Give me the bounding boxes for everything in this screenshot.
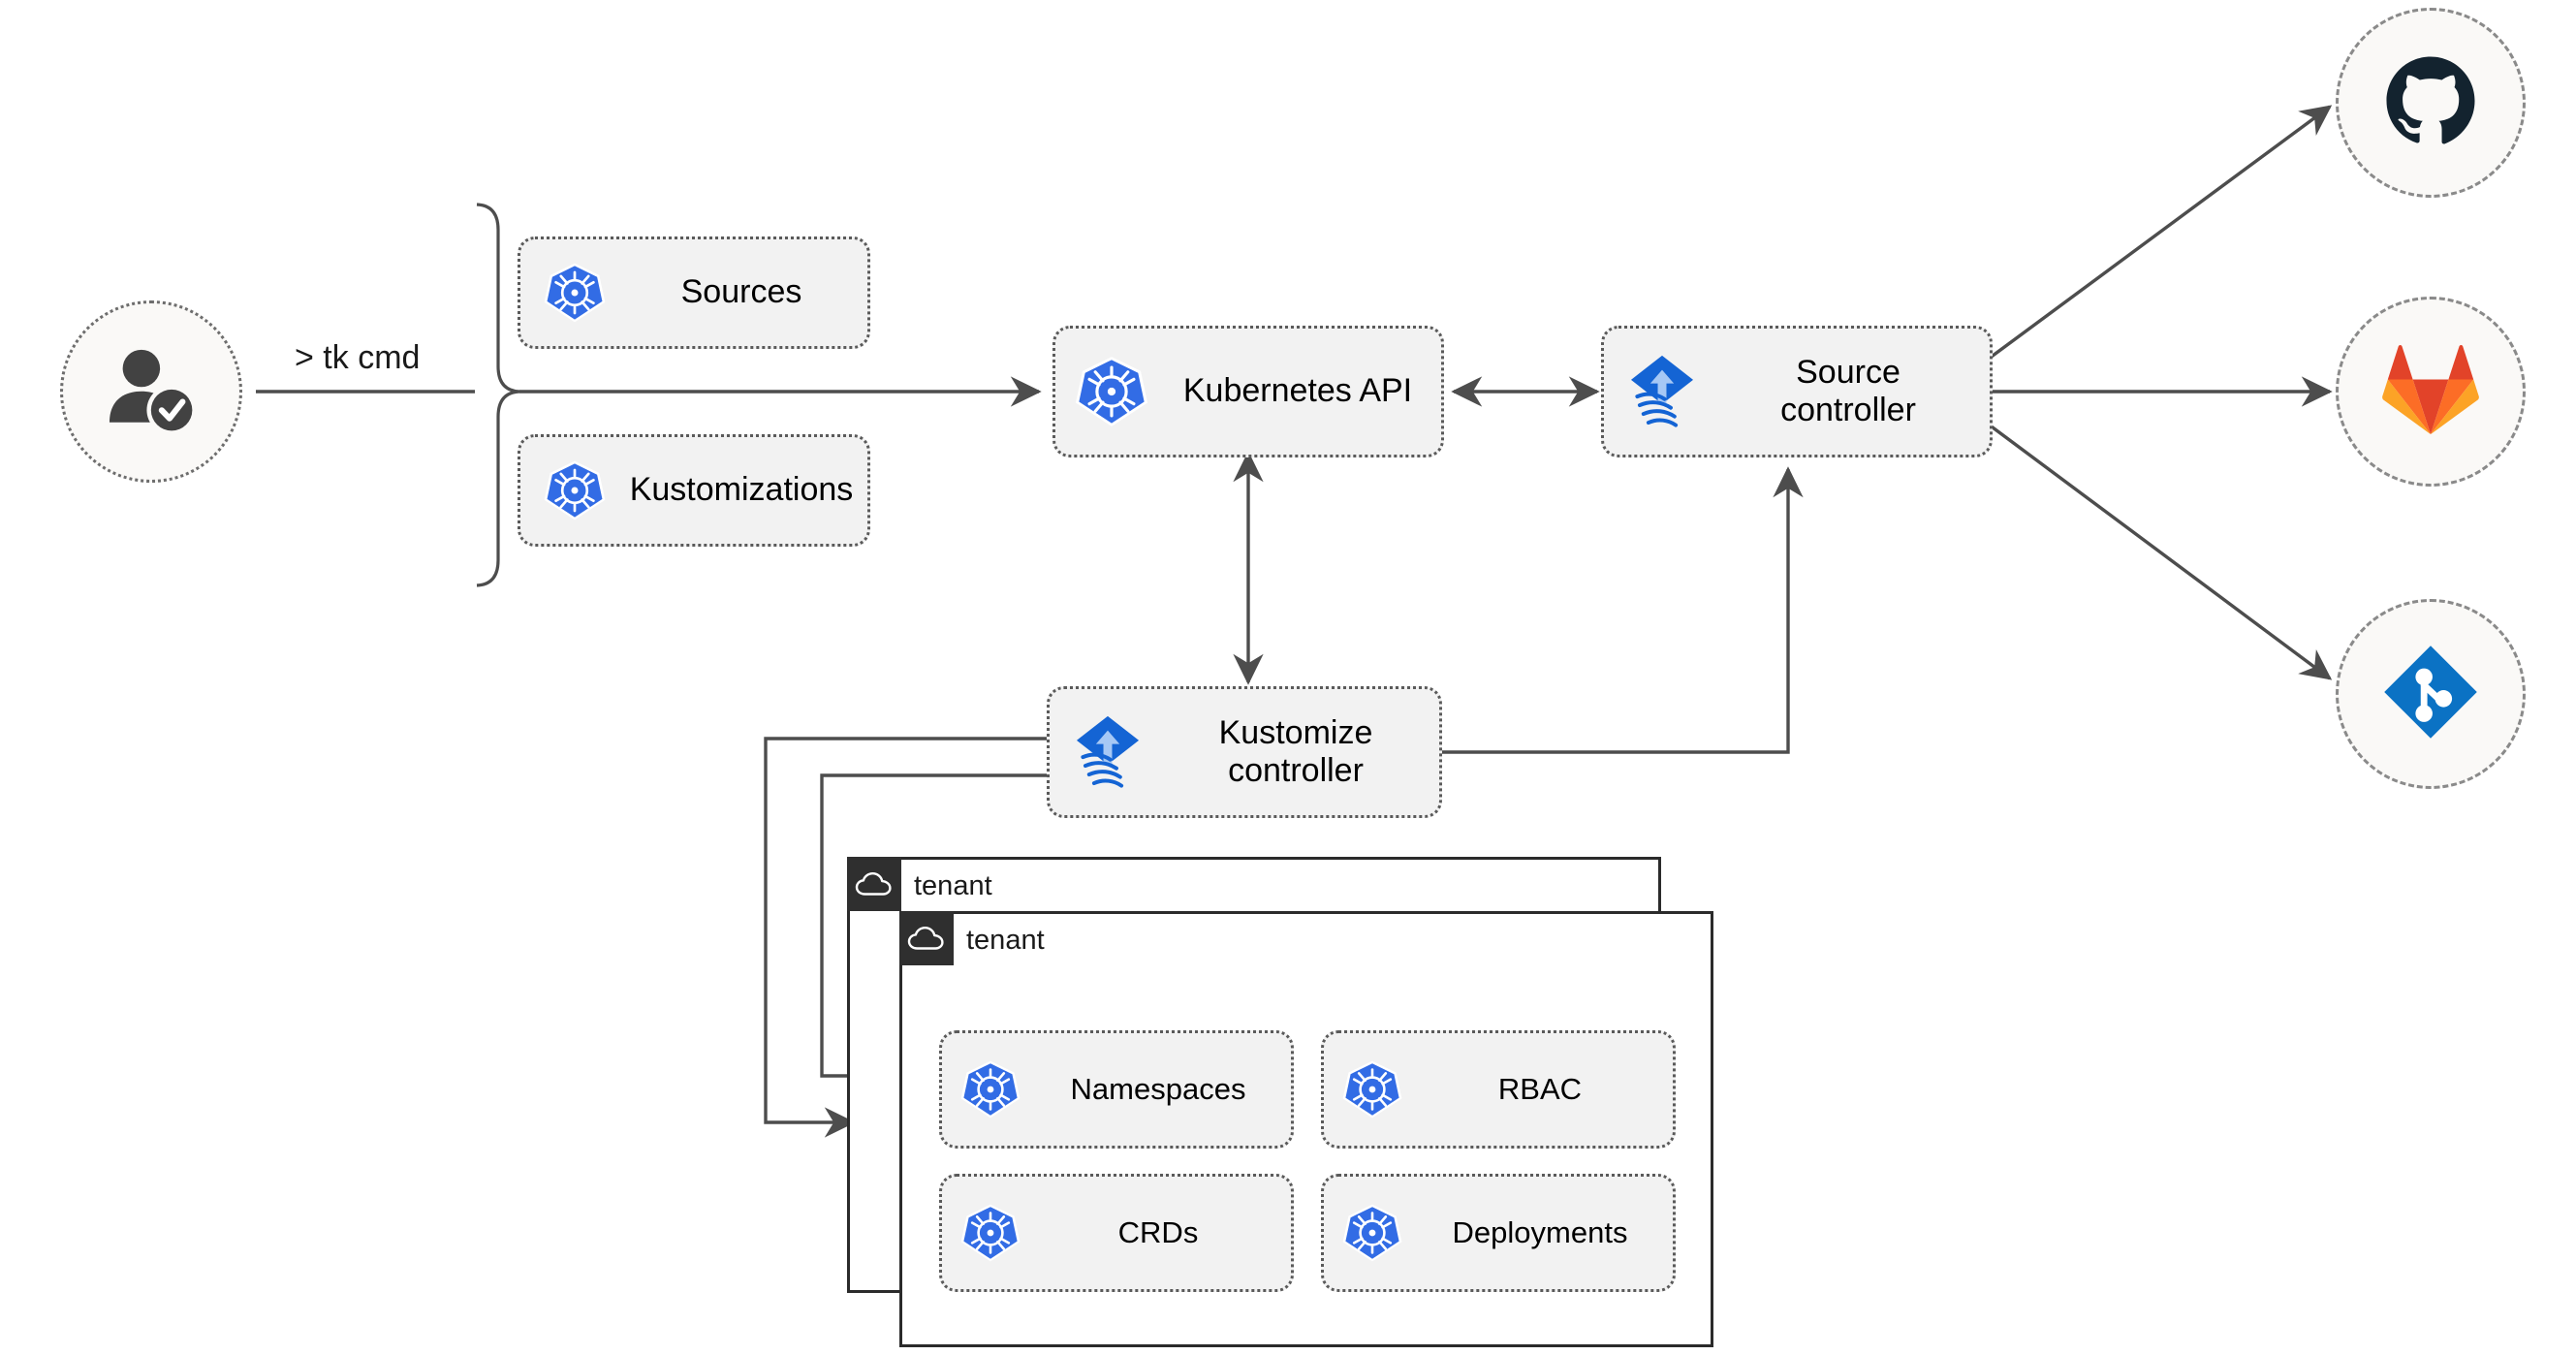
tenant-container-2[interactable]: tenant [899, 911, 1713, 1347]
command-label: > tk cmd [287, 337, 428, 379]
provider-git-circle[interactable] [2336, 599, 2526, 789]
user-verified-icon [99, 337, 204, 447]
node-rbac-label: RBAC [1497, 1072, 1583, 1107]
node-source-controller-label: Source controller [1780, 353, 1916, 428]
tenant-1-title: tenant [914, 870, 992, 901]
node-namespaces-label: Namespaces [1070, 1072, 1246, 1107]
cloud-icon [847, 857, 901, 911]
node-sources[interactable]: Sources [518, 236, 870, 349]
gitlab-icon [2382, 344, 2479, 440]
node-crds-label: CRDs [1117, 1215, 1199, 1250]
node-kustomize-controller-label: Kustomize controller [1218, 713, 1373, 789]
brace-path [476, 203, 520, 587]
kubernetes-icon [1324, 1058, 1421, 1120]
kubernetes-icon [942, 1058, 1039, 1120]
node-kubernetes-api-label: Kubernetes API [1182, 372, 1413, 410]
node-crds[interactable]: CRDs [939, 1174, 1294, 1292]
kubernetes-icon [1324, 1202, 1421, 1264]
node-kustomizations[interactable]: Kustomizations [518, 434, 870, 547]
wire-source-to-github [1987, 105, 2333, 361]
wire-kustomize-to-source-controller [1438, 466, 1804, 754]
git-repository-icon [2380, 642, 2481, 747]
kubernetes-icon [520, 261, 629, 325]
kubernetes-icon [942, 1202, 1039, 1264]
tenant-2-title: tenant [966, 925, 1045, 956]
flux-icon [1050, 712, 1166, 792]
node-deployments-label: Deployments [1452, 1215, 1628, 1250]
provider-gitlab-circle[interactable] [2336, 297, 2526, 487]
node-source-controller[interactable]: Source controller [1601, 326, 1993, 457]
node-kustomizations-label: Kustomizations [629, 471, 854, 509]
tenant-2-resource-grid: Namespaces [939, 1030, 1676, 1292]
node-sources-label: Sources [680, 273, 802, 311]
kubernetes-icon [520, 458, 629, 522]
cloud-icon [899, 911, 954, 965]
wire-source-to-git [1987, 423, 2333, 680]
user-actor-circle[interactable] [60, 300, 242, 483]
node-rbac[interactable]: RBAC [1321, 1030, 1676, 1149]
node-deployments[interactable]: Deployments [1321, 1174, 1676, 1292]
github-icon [2380, 50, 2481, 156]
node-kubernetes-api[interactable]: Kubernetes API [1052, 326, 1444, 457]
flux-icon [1604, 352, 1720, 431]
node-namespaces[interactable]: Namespaces [939, 1030, 1294, 1149]
node-kustomize-controller[interactable]: Kustomize controller [1047, 686, 1442, 818]
kubernetes-icon [1055, 354, 1168, 429]
provider-github-circle[interactable] [2336, 8, 2526, 198]
